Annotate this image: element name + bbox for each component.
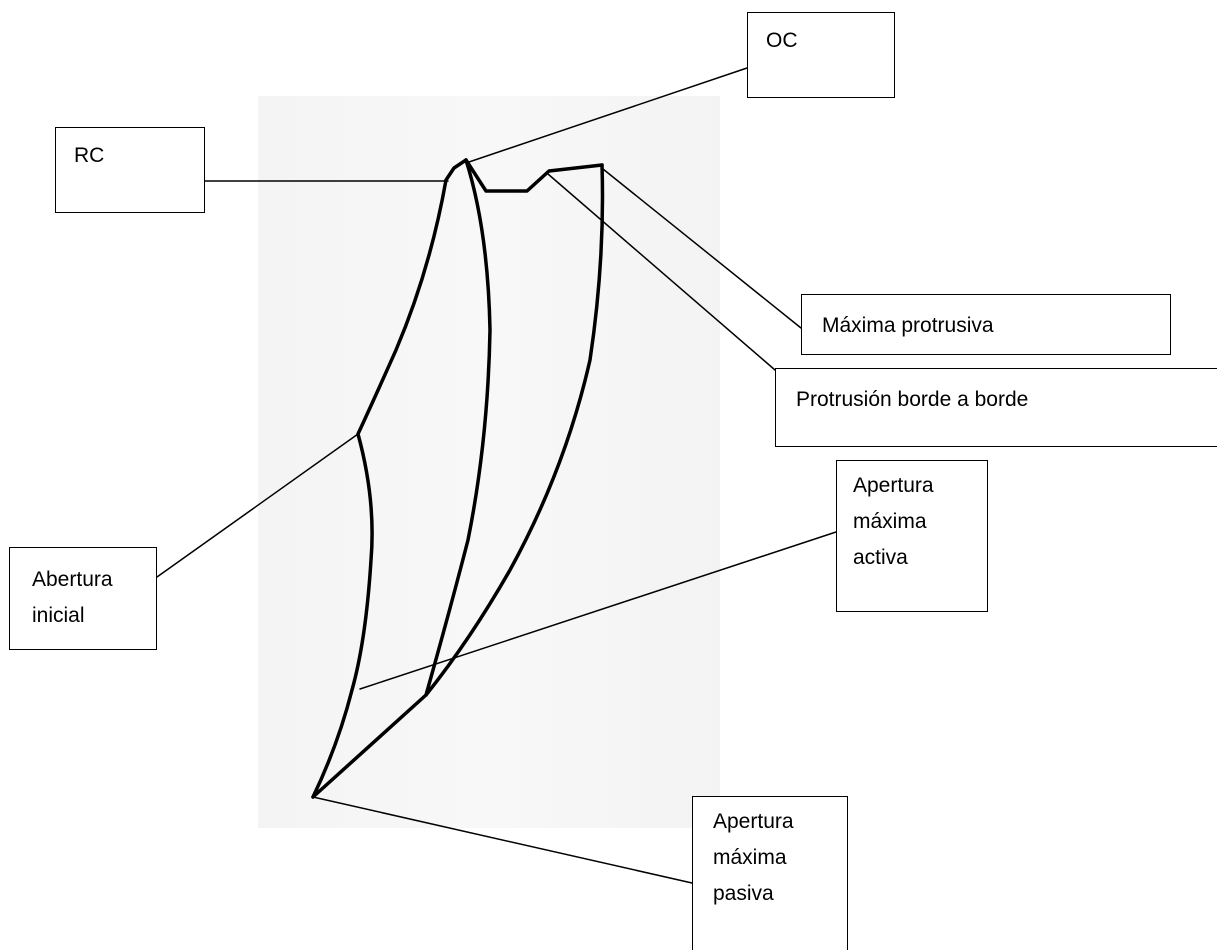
leader-line-apertura-activa	[359, 531, 837, 690]
label-oc-text: OC	[766, 29, 798, 52]
label-oc: OC	[747, 12, 895, 98]
leader-line-borde-a-borde	[547, 173, 776, 371]
incisal-border-path	[464, 158, 604, 193]
label-rc: RC	[55, 127, 205, 213]
label-apertura-maxima-pasiva: Apertura máxima pasiva	[692, 796, 848, 950]
leader-line-apertura-pasiva	[312, 796, 693, 884]
label-apertura-maxima-pasiva-line-2: máxima	[713, 846, 787, 869]
label-abertura-inicial: Abertura inicial	[9, 547, 157, 650]
label-apertura-maxima-activa-line-3: activa	[853, 546, 908, 569]
label-apertura-maxima-activa-line-1: Apertura	[853, 474, 934, 497]
label-apertura-maxima-activa: Apertura máxima activa	[836, 460, 988, 612]
leader-line-abertura-inicial	[156, 433, 359, 578]
label-apertura-maxima-pasiva-line-3: pasiva	[713, 882, 774, 905]
faded-background-image	[258, 96, 720, 828]
leader-line-maxima-protrusiva	[602, 168, 802, 329]
leader-line-oc	[465, 67, 748, 164]
label-apertura-maxima-activa-line-2: máxima	[853, 510, 927, 533]
label-maxima-protrusiva: Máxima protrusiva	[801, 294, 1171, 355]
label-rc-text: RC	[74, 144, 105, 167]
label-protrusion-borde-a-borde: Protrusión borde a borde	[775, 368, 1217, 447]
label-apertura-maxima-pasiva-line-1: Apertura	[713, 810, 794, 833]
label-maxima-protrusiva-text: Máxima protrusiva	[822, 314, 994, 337]
anterior-border-curve	[311, 163, 605, 799]
label-abertura-inicial-line-2: inicial	[32, 604, 85, 627]
habitual-closure-curve	[424, 158, 492, 697]
posterior-border-curve	[311, 158, 468, 799]
label-abertura-inicial-line-1: Abertura	[32, 568, 113, 591]
label-protrusion-borde-a-borde-text: Protrusión borde a borde	[796, 388, 1029, 411]
